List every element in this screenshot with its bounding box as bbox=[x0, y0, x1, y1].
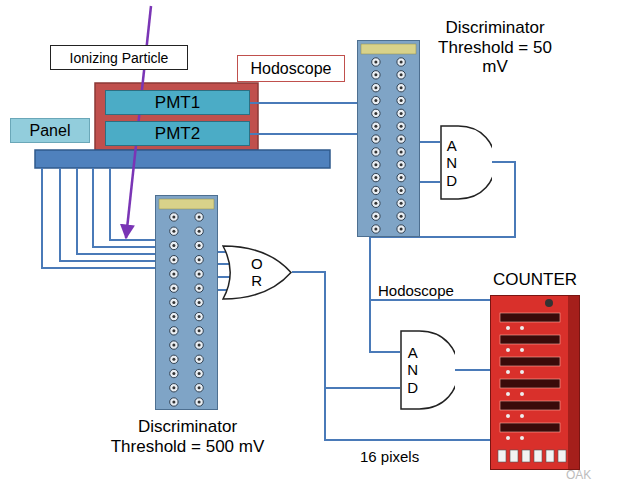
gate-label: A N D bbox=[406, 344, 420, 396]
panel-label-box: Panel bbox=[10, 118, 90, 143]
scintillator-panel bbox=[35, 150, 330, 168]
module-caption: Discriminator Threshold = 500 mV bbox=[100, 417, 275, 456]
and-gate: A N D bbox=[440, 125, 492, 200]
watermark: OAK bbox=[566, 468, 591, 482]
hodoscope-label-box: Hodoscope bbox=[237, 55, 345, 82]
module-caption: COUNTER bbox=[480, 270, 590, 290]
signal-wire bbox=[292, 272, 490, 440]
nim-module bbox=[357, 40, 420, 237]
pmt-box: PMT2 bbox=[105, 121, 250, 146]
signal-wire bbox=[250, 102, 357, 104]
and-gate: A N D bbox=[400, 330, 455, 410]
gate-label: A N D bbox=[445, 137, 459, 189]
gate-label: O R bbox=[250, 255, 264, 290]
module-caption: Discriminator Threshold = 50 mV bbox=[425, 18, 565, 77]
node-label: PMT2 bbox=[155, 124, 200, 144]
counter-module bbox=[490, 295, 580, 470]
node-label: Panel bbox=[30, 122, 71, 140]
node-label: Ionizing Particle bbox=[70, 50, 169, 66]
node-label: PMT1 bbox=[155, 93, 200, 113]
pmt-box: PMT1 bbox=[105, 90, 250, 115]
panel-wires bbox=[42, 168, 155, 268]
or-gate: O R bbox=[222, 245, 292, 300]
nim-module bbox=[155, 195, 218, 410]
discriminator-module: Discriminator Threshold = 500 mV bbox=[155, 195, 218, 410]
counter-module: COUNTER bbox=[490, 295, 580, 470]
discriminator-module: Discriminator Threshold = 50 mV bbox=[357, 40, 420, 237]
signal-wire bbox=[420, 141, 440, 143]
signal-wire bbox=[420, 181, 440, 183]
signal-wire bbox=[455, 369, 490, 371]
particle-label-box: Ionizing Particle bbox=[50, 45, 188, 70]
signal-wire bbox=[250, 133, 357, 135]
wire-label: 16 pixels bbox=[358, 448, 421, 465]
wire-label: Hodoscope bbox=[376, 282, 456, 299]
node-label: Hodoscope bbox=[251, 60, 332, 78]
pmt-housing bbox=[95, 83, 258, 150]
